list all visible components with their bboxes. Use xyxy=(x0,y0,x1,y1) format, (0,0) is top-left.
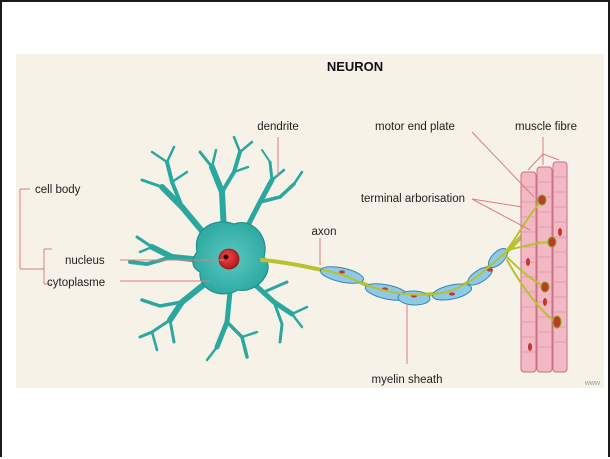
watermark: www xyxy=(584,380,601,387)
diagram-background xyxy=(16,54,604,388)
diagram-title: NEURON xyxy=(327,59,383,74)
nucleus xyxy=(219,249,239,269)
label-motor-end-plate: motor end plate xyxy=(375,121,455,133)
label-terminal-arborisation: terminal arborisation xyxy=(361,193,465,205)
label-axon: axon xyxy=(312,226,337,238)
label-nucleus: nucleus xyxy=(65,255,105,267)
label-cell-body: cell body xyxy=(35,184,81,196)
label-dendrite: dendrite xyxy=(257,121,299,133)
label-muscle-fibre: muscle fibre xyxy=(515,121,577,133)
label-cytoplasme: cytoplasme xyxy=(47,277,105,289)
label-myelin-sheath: myelin sheath xyxy=(372,374,443,386)
